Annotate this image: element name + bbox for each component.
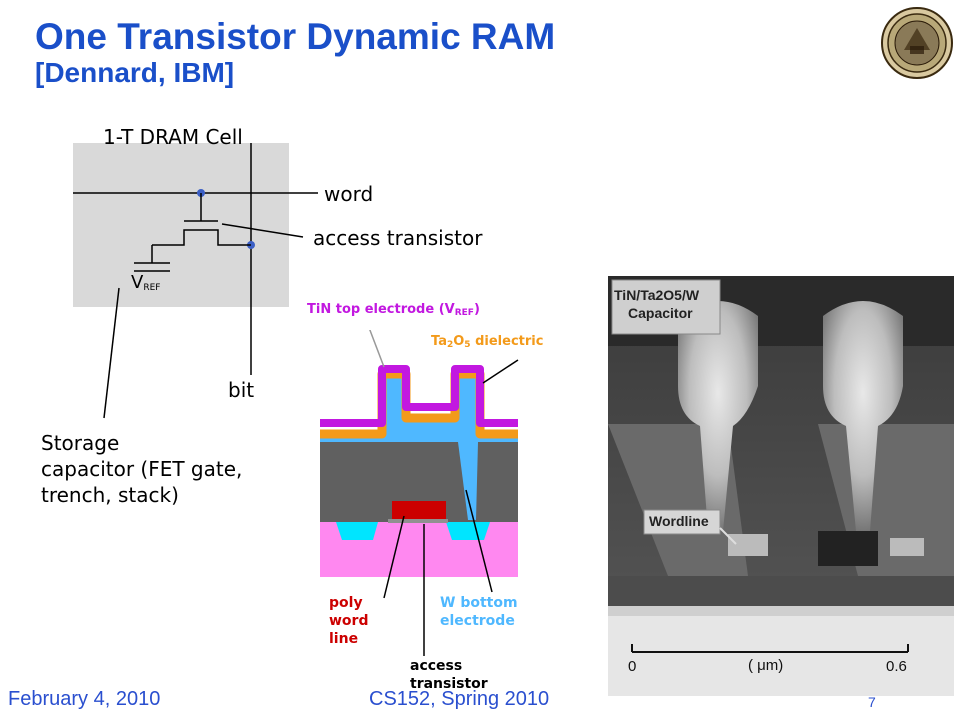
access-line-1: access — [410, 658, 463, 674]
storage-line-3: trench, stack) — [41, 483, 179, 507]
bit-label: bit — [228, 378, 255, 402]
storage-capacitor-label: Storage capacitor (FET gate, trench, sta… — [41, 430, 242, 508]
vref-label: VREF — [131, 272, 160, 293]
scale-zero: 0 — [628, 658, 637, 675]
ta2o5-label: Ta2O5 dielectric — [431, 334, 543, 350]
ta-text-1: Ta — [431, 334, 447, 349]
access-transistor-cross-label: access transistor — [410, 657, 488, 693]
page-number: 7 — [868, 694, 876, 710]
ta-text-2: O — [453, 334, 465, 349]
dram-cell-schematic — [73, 143, 318, 419]
cell-title: 1-T DRAM Cell — [103, 125, 243, 149]
scale-unit: ( μm) — [748, 657, 784, 674]
tin-label: TiN top electrode (VREF) — [307, 302, 480, 318]
title-line-2: [Dennard, IBM] — [35, 57, 235, 88]
tin-pointer — [369, 330, 385, 368]
gate-oxide — [388, 519, 448, 523]
w-electrode-pointer — [465, 489, 493, 593]
sem-micrograph — [608, 276, 954, 696]
poly-line-3: line — [329, 631, 359, 647]
access-transistor-pointer — [221, 223, 304, 238]
drain-diffusion — [446, 522, 490, 540]
micrograph-caption-line-2: Capacitor — [628, 305, 693, 321]
footer-course: CS152, Spring 2010 — [369, 688, 550, 710]
poly-pointer — [383, 515, 405, 599]
slide-title: One Transistor Dynamic RAM [Dennard, IBM… — [35, 18, 555, 87]
university-seal-icon — [881, 7, 953, 79]
poly-word-line-label: poly word line — [329, 594, 368, 648]
w-line-1: W bottom — [440, 595, 518, 611]
dielectric-pointer — [482, 359, 519, 384]
ta-text-3: dielectric — [470, 334, 544, 349]
w-plug — [458, 442, 478, 520]
tin-text: TiN top electrode (V — [307, 302, 455, 317]
footer-date: February 4, 2010 — [8, 688, 161, 710]
word-label: word — [324, 182, 374, 206]
storage-capacitor-pointer — [103, 287, 120, 419]
transistor-channel — [152, 229, 251, 246]
ta-sub-1: 2 — [446, 340, 454, 350]
vref-subscript: REF — [143, 283, 161, 293]
access-transistor-label: access transistor — [313, 226, 483, 250]
ta-sub-2: 5 — [464, 340, 471, 350]
micrograph-caption: TiN/Ta2O5/W Capacitor — [614, 286, 699, 322]
access-line-2: transistor — [410, 676, 488, 692]
poly-line-2: word — [329, 613, 369, 629]
vref-v: V — [131, 272, 144, 293]
w-bottom-electrode-label: W bottom electrode — [440, 594, 518, 630]
w-line-2: electrode — [440, 613, 515, 629]
title-line-1: One Transistor Dynamic RAM — [35, 16, 556, 57]
cell-background — [73, 143, 289, 307]
tin-subscript: REF — [454, 308, 474, 318]
capacitor-cross-section — [320, 330, 519, 656]
storage-line-2: capacitor (FET gate, — [41, 457, 243, 481]
source-diffusion — [336, 522, 378, 540]
wordline-photo-label: Wordline — [649, 513, 709, 529]
poly-word-line — [392, 501, 446, 520]
tin-top-electrode — [320, 365, 518, 427]
w-bottom-electrode — [320, 374, 518, 442]
micrograph-caption-line-1: TiN/Ta2O5/W — [614, 287, 700, 303]
poly-line-1: poly — [329, 595, 363, 611]
storage-line-1: Storage — [41, 431, 120, 455]
tin-close: ) — [473, 302, 480, 317]
scale-end: 0.6 — [886, 658, 907, 675]
